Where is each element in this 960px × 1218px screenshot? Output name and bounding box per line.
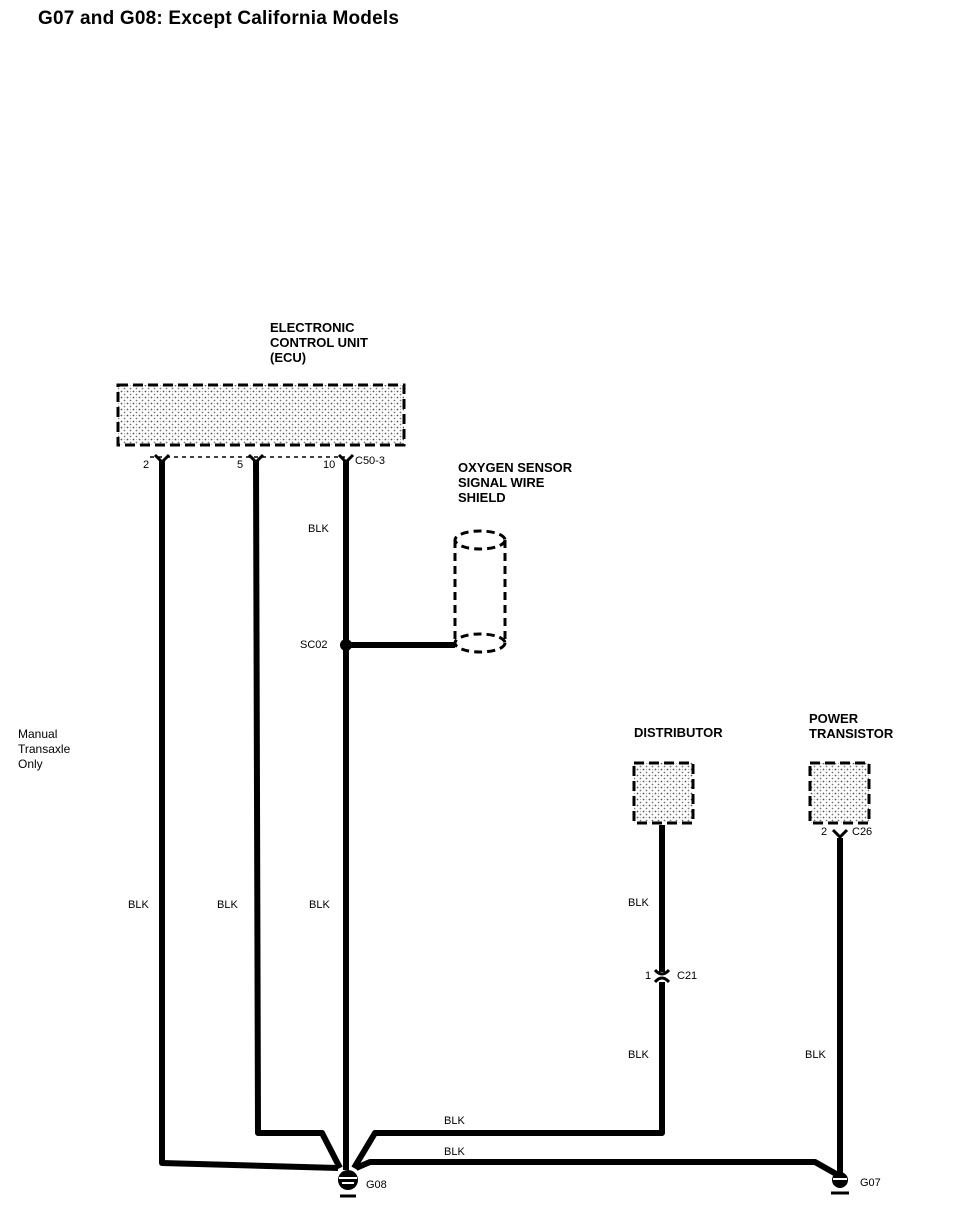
ground-g07-icon [831, 1172, 849, 1195]
wire-color-label: BLK [217, 899, 238, 911]
ecu-pin-5: 5 [237, 459, 244, 471]
fork-pin10 [337, 453, 355, 465]
wire-color-label: BLK [805, 1049, 826, 1061]
wire-color-label: BLK [308, 523, 329, 535]
wire-color-label: BLK [128, 899, 149, 911]
wire-pin5 [253, 459, 343, 1170]
wire-g08-g07 [354, 1159, 840, 1178]
distributor-label: DISTRIBUTOR [634, 725, 723, 740]
ecu-pin-2: 2 [143, 459, 150, 471]
g08-label: G08 [366, 1179, 387, 1191]
c26-label: C26 [852, 826, 873, 838]
oxygen-shield-label: OXYGEN SENSOR SIGNAL WIRE SHIELD [458, 460, 573, 505]
g07-label: G07 [860, 1177, 881, 1189]
wire-pin2 [159, 460, 339, 1171]
fork-pin2 [153, 453, 171, 465]
c21-label: C21 [677, 970, 698, 982]
ecu-pin-10: 10 [323, 459, 336, 471]
splice-label: SC02 [300, 639, 328, 651]
oxygen-shield-cylinder [453, 529, 507, 654]
ecu-box [116, 383, 406, 447]
fork-c26 [831, 828, 849, 840]
wire-distributor-bottom [351, 982, 665, 1170]
wire-color-label: BLK [444, 1146, 465, 1158]
c21-pin: 1 [645, 970, 652, 982]
diagram-title: G07 and G08: Except California Models [38, 8, 400, 29]
pt-pin: 2 [821, 826, 828, 838]
ecu-label: ELECTRONIC CONTROL UNIT (ECU) [270, 320, 368, 365]
manual-transaxle-note: Manual Transaxle Only [18, 727, 71, 771]
power-transistor-label: POWER TRANSISTOR [809, 711, 894, 741]
ground-g08-icon [338, 1170, 358, 1198]
wire-color-label: BLK [628, 1049, 649, 1061]
distributor-box [632, 761, 695, 825]
fork-pin5 [247, 453, 265, 465]
connector-c21 [653, 968, 671, 984]
wire-color-label: BLK [628, 897, 649, 909]
wire-color-label: BLK [444, 1115, 465, 1127]
wire-color-label: BLK [309, 899, 330, 911]
ecu-connector-label: C50-3 [355, 455, 385, 467]
power-transistor-box [808, 761, 871, 825]
splice-sc02 [340, 639, 352, 651]
